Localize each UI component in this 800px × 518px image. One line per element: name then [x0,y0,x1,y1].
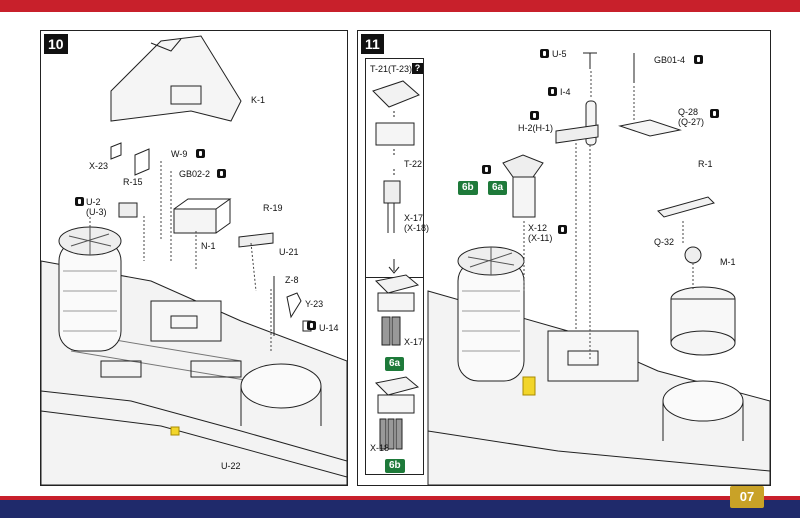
label-u21: U-21 [279,247,299,257]
label-t21: T-21(T-23) [370,64,413,74]
glue-icon [196,149,205,158]
label-m1: M-1 [720,257,736,267]
label-r19: R-19 [263,203,283,213]
step-10-panel: 10 [40,30,348,486]
label-x17: X-17 [404,337,424,347]
label-n1: N-1 [201,241,216,251]
label-h2: H-2(H-1) [518,123,553,133]
glue-icon [694,55,703,64]
step-11-panel: 11 [357,30,771,486]
label-gb02: GB02-2 [179,169,211,179]
glue-icon [540,49,549,58]
label-u5: U-5 [552,49,567,59]
label-x18: X-18 [370,443,390,453]
label-z8: Z-8 [285,275,299,285]
label-k1: K-1 [251,95,266,105]
label-x17-x18: X-17 (X-18) [404,213,430,233]
step-10-illustration [41,35,347,485]
label-u22: U-22 [221,461,241,471]
step-number: 11 [361,34,384,54]
bottom-navy-band [0,500,800,518]
page-number: 07 [730,486,764,508]
glue-icon [558,225,567,234]
label-x12: X-12 (X-11) [528,223,553,243]
bottom-red-stripe [0,496,800,500]
label-i4: I-4 [560,87,571,97]
glue-icon [482,165,491,174]
badge-6b-step: 6b [458,181,478,195]
glue-icon [217,169,226,178]
glue-icon [75,197,84,206]
badge-6a-step: 6a [488,181,508,195]
label-q32: Q-32 [654,237,675,247]
glue-icon [530,111,539,120]
glue-icon [548,87,557,96]
badge-6b: 6b [385,459,405,473]
top-white-stripe [0,12,800,16]
label-u2: U-2 (U-3) [86,197,107,217]
label-u14: U-14 [319,323,339,333]
step-11-illustration [372,52,770,485]
label-t22: T-22 [404,159,423,169]
label-r1: R-1 [698,159,713,169]
top-red-band [0,0,800,12]
question-icon: ? [412,63,423,74]
label-gb01: GB01-4 [654,55,686,65]
glue-icon [710,109,719,118]
badge-6a: 6a [385,357,405,371]
label-x23: X-23 [89,161,109,171]
label-w9: W-9 [171,149,188,159]
label-y23: Y-23 [305,299,324,309]
glue-icon [307,321,316,330]
label-q28: Q-28 (Q-27) [678,107,705,127]
step-number: 10 [44,34,68,54]
label-r15: R-15 [123,177,143,187]
